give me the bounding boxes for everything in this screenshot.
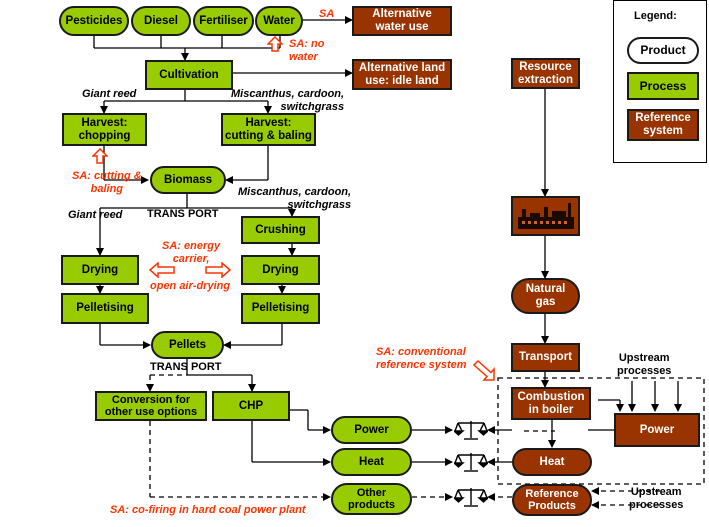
label-giant-reed-mid: Giant reed	[68, 209, 123, 221]
reference-resource-extraction: Resource extraction	[511, 58, 580, 89]
sa-label-no-water: SA: no water	[289, 38, 325, 63]
balance-scale-icon	[454, 453, 488, 472]
label-upstream-processes-bottom: Upstream processes	[629, 486, 684, 511]
product-biomass: Biomass	[150, 166, 226, 194]
power-plant-icon	[517, 203, 574, 229]
hollow-arrow-up-icon	[92, 148, 108, 164]
product-other-products: Other products	[331, 483, 412, 515]
input-water: Water	[255, 6, 303, 36]
reference-alternative-water-use: Alternative water use	[352, 6, 452, 36]
sa-label-cofiring: SA: co-firing in hard coal power plant	[110, 504, 306, 516]
sa-label-open-air-drying: open air-drying	[150, 280, 231, 292]
reference-transport: Transport	[511, 343, 580, 372]
legend-reference-system: Reference system	[627, 109, 699, 141]
process-cultivation: Cultivation	[145, 60, 233, 90]
reference-gas-plant	[511, 196, 580, 236]
process-harvest-cutting-baling: Harvest: cutting & baling	[221, 113, 316, 146]
label-transport-top: TRANS PORT	[147, 208, 219, 220]
sa-label-water: SA	[319, 8, 335, 20]
product-power: Power	[331, 416, 412, 444]
input-pesticides: Pesticides	[59, 6, 129, 36]
process-pelletising-right: Pelletising	[241, 293, 320, 324]
balance-scale-icon	[454, 488, 488, 507]
hollow-arrow-up-icon	[267, 36, 283, 52]
reference-natural-gas: Natural gas	[511, 278, 580, 314]
process-drying-right: Drying	[241, 255, 320, 285]
label-transport-bottom: TRANS PORT	[150, 361, 222, 373]
input-fertiliser: Fertiliser	[193, 6, 254, 36]
reference-products: Reference Products	[512, 484, 592, 516]
product-pellets: Pellets	[151, 331, 224, 359]
sa-label-cutting-baling: SA: cutting & baling	[72, 170, 142, 195]
legend-title: Legend:	[634, 10, 677, 22]
reference-combustion-boiler: Combustion in boiler	[511, 387, 591, 420]
process-pelletising-left: Pelletising	[61, 293, 149, 324]
balance-scale-icon	[454, 421, 488, 440]
hollow-arrow-left-icon	[149, 262, 175, 278]
label-upstream-processes-top: Upstream processes	[617, 352, 672, 377]
sa-label-energy-carrier: SA: energy carrier,	[162, 240, 221, 265]
input-diesel: Diesel	[131, 6, 191, 36]
label-giant-reed-top: Giant reed	[82, 88, 137, 100]
process-crushing: Crushing	[241, 216, 320, 244]
reference-alternative-land-use: Alternative land use: idle land	[352, 59, 452, 90]
process-conversion-other-use: Conversion for other use options	[95, 391, 207, 421]
hollow-arrow-right-icon	[205, 262, 231, 278]
process-harvest-chopping: Harvest: chopping	[62, 113, 147, 146]
sa-label-conventional-reference: SA: conventional reference system	[376, 346, 467, 371]
hollow-arrow-diagonal-icon	[472, 360, 495, 381]
reference-power: Power	[614, 413, 700, 447]
legend-process: Process	[627, 72, 699, 100]
process-drying-left: Drying	[61, 255, 139, 285]
product-heat: Heat	[331, 448, 412, 476]
legend-product: Product	[627, 37, 699, 64]
reference-heat: Heat	[512, 448, 592, 476]
label-miscanthus-top: Miscanthus, cardoon, switchgrass	[231, 88, 345, 113]
label-miscanthus-mid: Miscanthus, cardoon, switchgrass	[238, 186, 352, 211]
process-chp: CHP	[212, 391, 290, 421]
